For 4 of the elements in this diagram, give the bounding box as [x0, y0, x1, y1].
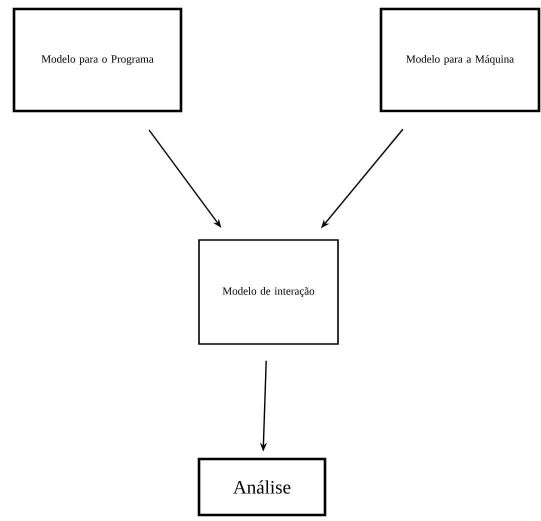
- process-box: Modelo para a Máquina: [380, 8, 540, 112]
- process-box: Modelo de interação: [198, 239, 339, 345]
- process-box: Modelo para o Programa: [12, 8, 182, 112]
- process-box: Análise: [198, 458, 326, 516]
